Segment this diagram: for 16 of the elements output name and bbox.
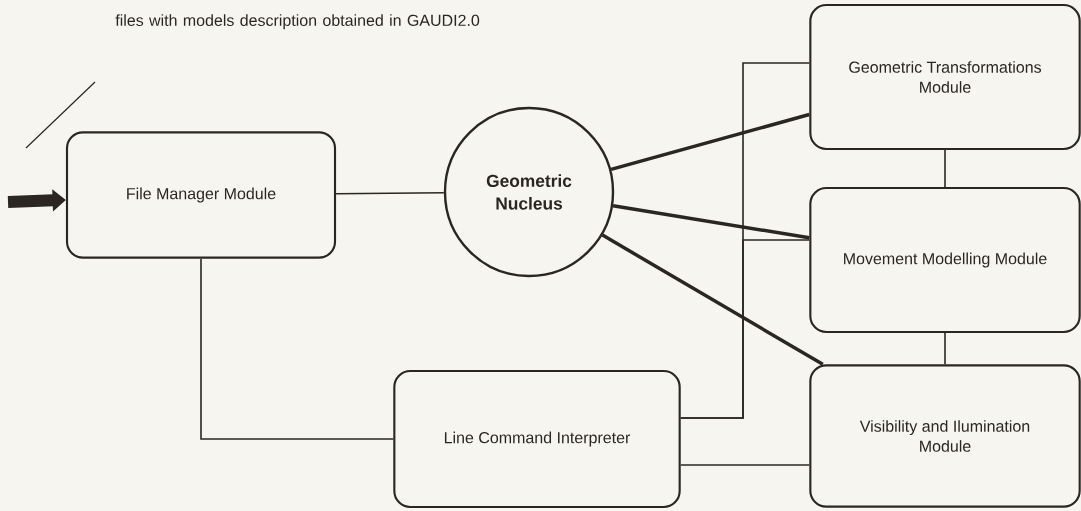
connector-line — [944, 332, 946, 366]
module-box: Geometric Transformations Module — [809, 3, 1081, 151]
module-box: Line Command Interpreter — [393, 369, 681, 509]
connector-line — [612, 204, 810, 240]
connector-line — [944, 149, 946, 188]
connector-line — [601, 233, 824, 366]
note-text: files with models description obtained in GAUDI2.0 — [115, 14, 480, 30]
connector-line — [679, 464, 811, 466]
connector-line — [679, 239, 811, 419]
connector-line — [610, 112, 810, 171]
module-box: File Manager Module — [65, 131, 337, 259]
circle-node: Geometric Nucleus — [443, 106, 615, 278]
connector-line — [335, 192, 445, 195]
connector-line — [200, 257, 395, 440]
module-box: Visibility and Ilumination Module — [809, 364, 1081, 508]
module-box: Movement Modelling Module — [809, 186, 1081, 334]
